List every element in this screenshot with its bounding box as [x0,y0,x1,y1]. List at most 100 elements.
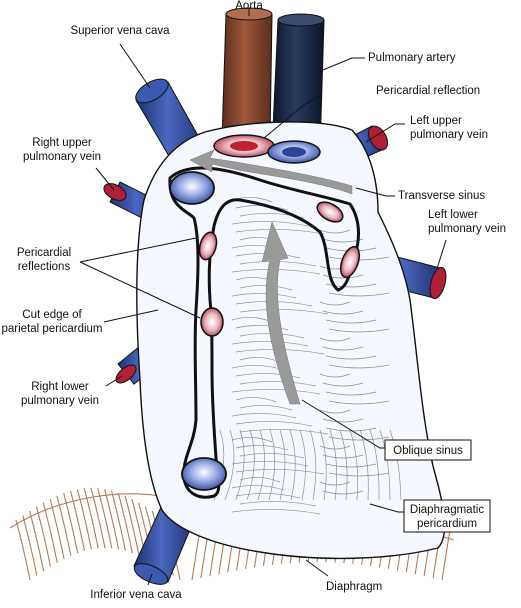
svc-opening [169,171,215,205]
diaphragm-fiber [104,489,120,550]
hatch-line [231,389,321,395]
hatch-line [322,454,364,459]
label-right-lower-pulmonary-vein-2: pulmonary vein [21,395,99,407]
hatch-line [325,283,377,288]
hatch-line [339,429,348,501]
hatch-line [299,429,306,501]
hatch-line [235,469,325,475]
label-right-upper-pulmonary-vein-1: Right upper [32,137,92,149]
hatch-line [235,229,325,235]
hatch-line [231,461,309,467]
hatch-line [268,429,276,501]
hatch-line [239,477,281,483]
hatch-line [231,293,297,299]
diaphragm-fiber [441,529,451,581]
hatch-line [231,509,321,515]
label-right-lower-pulmonary-vein-1: Right lower [31,381,89,393]
diaphragm-fiber [29,510,45,572]
label-cut-edge-1: Cut edge of [22,309,82,321]
label-oblique-sinus: Oblique sinus [393,445,463,457]
hatch-line [379,429,391,501]
hatch-line [289,429,296,501]
hatch-line [325,427,377,432]
diaphragm-fiber [110,490,127,552]
hatch-line [328,472,390,477]
leader-lines [79,8,447,586]
hatch-line [239,309,329,315]
hatch-line [235,373,301,379]
left-lower-vein-opening [339,245,361,279]
posterior-wall-hatching [213,197,402,515]
label-left-lower-pulmonary-vein-1: Left lower [428,209,478,221]
hatch-line [235,445,289,451]
diaphragm-fiber [83,488,99,549]
hatch-line [279,429,286,501]
label-left-upper-pulmonary-vein-1: Left upper [410,115,462,127]
hatch-line [389,429,402,501]
hatch-line [325,319,377,324]
hatch-line [369,429,380,501]
hatch-line [325,463,377,468]
hatch-line [325,391,377,396]
label-left-lower-pulmonary-vein-2: pulmonary vein [428,223,506,235]
hatch-line [329,429,338,501]
hatch-line [231,341,309,347]
diaphragmatic-pericardium-box [403,499,491,533]
hatch-line [359,429,369,501]
diaphragm-fiber [90,487,106,549]
hatch-line [235,493,301,499]
pulmonary-artery-vessel [271,13,325,151]
hatch-line [322,274,364,279]
diaphragm-fiber [49,498,65,560]
diaphragm-fiber [63,492,79,554]
aorta-vessel [221,7,273,141]
hatch-line [319,373,351,378]
label-pericardial-reflection: Pericardial reflection [376,85,480,97]
ivc-opening [181,457,227,491]
hatch-line [322,382,364,387]
hatch-line [322,310,364,315]
hatch-line [319,409,351,414]
hatch-line [322,346,364,351]
hatch-line [246,429,255,501]
label-diaphragmatic-pericardium-1: Diaphragmatic [410,504,484,516]
hatch-line [231,485,285,491]
label-pericardial-reflections-2: reflections [18,261,71,273]
hatch-line [239,501,317,507]
diaphragm-fiber [191,529,201,581]
label-diaphragmatic-pericardium-2: pericardium [417,518,477,530]
hatch-line [235,421,313,427]
hatch-line [328,292,390,297]
hatch-line [328,364,390,369]
hatch-line [235,397,277,403]
label-transverse-sinus: Transverse sinus [398,190,485,202]
hatch-line [325,355,377,360]
hatch-line [319,429,327,501]
right-upper-vein-opening [198,231,218,261]
label-pulmonary-artery: Pulmonary artery [368,52,456,64]
label-left-upper-pulmonary-vein-2: pulmonary vein [410,129,488,141]
right-lower-vein-opening [200,307,224,337]
pericardial-reflection-line [168,166,360,499]
hatch-line [224,429,235,501]
label-aorta: Aorta [235,0,263,12]
label-right-upper-pulmonary-vein-2: pulmonary vein [23,151,101,163]
diaphragm-fiber [56,495,72,556]
diaphragm-fiber [15,519,31,581]
hatch-line [257,429,265,501]
label-diaphragm: Diaphragm [326,581,382,593]
label-inferior-vena-cava: Inferior vena cava [90,589,182,601]
hatch-line [322,490,364,495]
label-superior-vena-cava: Superior vena cava [70,25,170,37]
label-pericardial-reflections-1: Pericardial [17,247,71,259]
hatch-line [239,381,317,387]
hatch-line [239,453,305,459]
left-upper-vein-opening [316,201,344,223]
oblique-sinus-arrow [261,221,301,405]
hatch-line [235,429,245,501]
hatch-line [349,429,359,501]
oblique-sinus-box [384,439,472,461]
diaphragm-fiber [42,502,58,563]
hatch-line [328,400,390,405]
